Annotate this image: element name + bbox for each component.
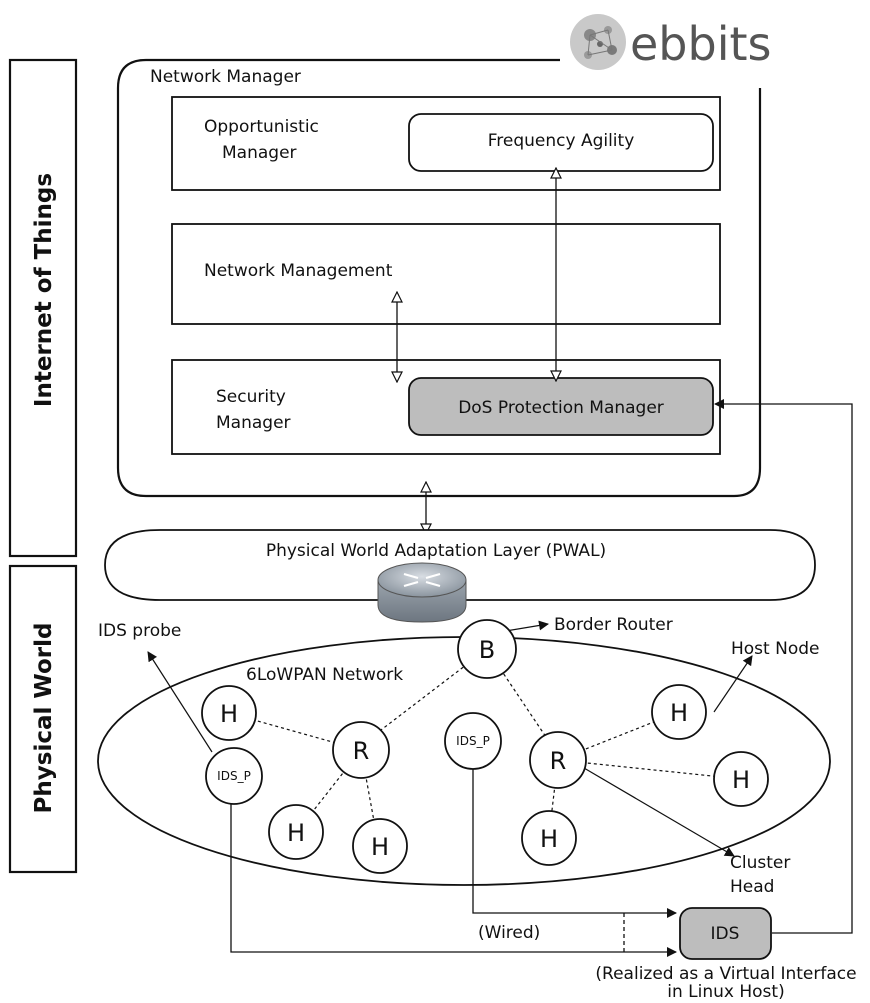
host-node-label: Host Node xyxy=(731,639,819,659)
link-r2-h5 xyxy=(557,759,742,780)
cluster-head-label-line2: Head xyxy=(730,877,774,897)
node-ids-probe-2: IDS_P xyxy=(444,712,502,770)
node-host-4: H xyxy=(651,684,707,740)
network-management-box: Network Management xyxy=(171,223,721,325)
node-border-router: B xyxy=(457,619,517,679)
node-ids-probe-1: IDS_P xyxy=(205,747,263,805)
node-label: R xyxy=(353,737,370,765)
frequency-agility-box: Frequency Agility xyxy=(408,113,714,172)
ids-label: IDS xyxy=(711,924,740,944)
node-router-2: R xyxy=(529,731,587,789)
wire-probe2-ids xyxy=(472,769,677,918)
pwal-layer: Physical World Adaptation Layer (PWAL) xyxy=(104,529,816,601)
security-manager-label-line1: Security xyxy=(216,387,286,407)
ids-box: IDS xyxy=(679,907,772,960)
node-label: H xyxy=(287,819,305,847)
link-b-r1 xyxy=(380,648,488,731)
border-router-callout xyxy=(505,620,549,632)
node-label: H xyxy=(670,699,688,727)
router-icon xyxy=(377,562,467,623)
node-host-6: H xyxy=(521,810,577,866)
security-manager-label-line2: Manager xyxy=(216,413,291,433)
network-manager-box: Network Manager xyxy=(116,58,762,498)
lowpan-network-label: 6LoWPAN Network xyxy=(246,665,403,685)
node-host-5: H xyxy=(713,751,769,807)
opportunistic-manager-label-line2: Manager xyxy=(222,143,297,163)
ids-caption-line2: in Linux Host) xyxy=(667,982,784,1002)
pwal-label: Physical World Adaptation Layer (PWAL) xyxy=(266,541,606,561)
host-node-callout xyxy=(713,655,753,713)
node-host-1: H xyxy=(201,685,257,741)
ids-probe-callout xyxy=(147,651,213,753)
node-router-1: R xyxy=(332,721,390,779)
internet-of-things-label: Internet of Things xyxy=(31,173,57,407)
wire-probe1-ids xyxy=(230,804,677,957)
cluster-head-callout xyxy=(583,767,735,857)
logo-text: ebbits xyxy=(630,17,771,71)
network-management-label: Network Management xyxy=(204,261,393,281)
internet-of-things-panel: Internet of Things xyxy=(8,58,78,558)
frequency-agility-label: Frequency Agility xyxy=(488,131,635,151)
wire-ids-dos xyxy=(714,399,853,934)
dos-protection-manager-label: DoS Protection Manager xyxy=(458,398,664,418)
ids-caption-line1: (Realized as a Virtual Interface xyxy=(595,964,856,984)
node-label: H xyxy=(220,700,238,728)
ebbits-logo: ebbits xyxy=(570,14,771,71)
opportunistic-manager-label-line1: Opportunistic xyxy=(204,117,319,137)
border-router-label: Border Router xyxy=(554,615,673,635)
node-label: R xyxy=(550,747,567,775)
cluster-head-label-line1: Cluster xyxy=(730,853,790,873)
dos-protection-manager-box: DoS Protection Manager xyxy=(408,377,714,436)
physical-world-panel: Physical World xyxy=(8,564,78,874)
physical-world-label: Physical World xyxy=(31,623,57,814)
ids-wiring xyxy=(230,399,853,957)
wired-label: (Wired) xyxy=(478,923,540,943)
node-host-3: H xyxy=(352,818,408,874)
node-host-2: H xyxy=(268,804,324,860)
globe-icon xyxy=(570,14,626,70)
link-r1-h2 xyxy=(298,749,362,830)
node-label: IDS_P xyxy=(456,734,490,748)
network-manager-title: Network Manager xyxy=(150,67,301,87)
ids-probe-label: IDS probe xyxy=(98,621,181,641)
node-label: B xyxy=(479,636,495,664)
node-label: IDS_P xyxy=(217,769,251,783)
node-label: H xyxy=(732,766,750,794)
node-label: H xyxy=(371,833,389,861)
node-label: H xyxy=(540,825,558,853)
